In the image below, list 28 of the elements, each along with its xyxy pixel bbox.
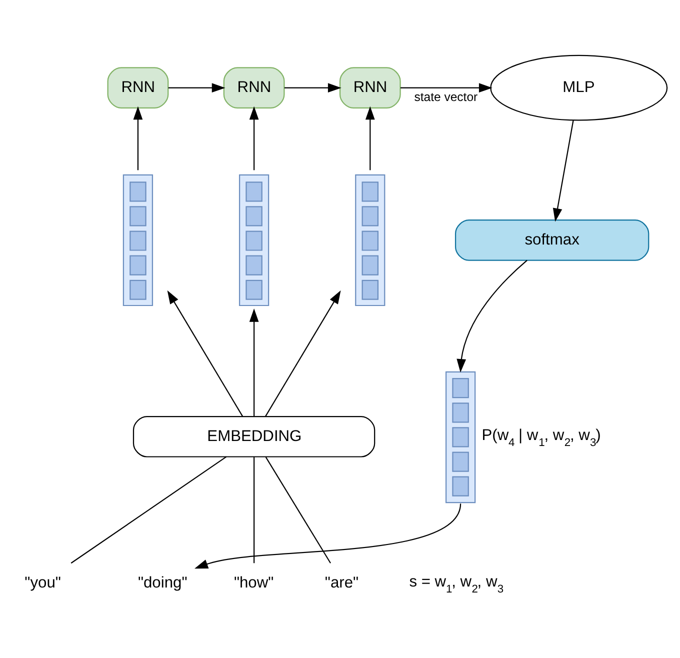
edge-label: state vector <box>414 90 478 104</box>
arrow <box>365 106 375 170</box>
arrow <box>552 120 574 222</box>
node-box: RNN <box>339 66 401 108</box>
arrow <box>284 82 342 92</box>
arrow <box>167 290 244 416</box>
arrow <box>249 106 259 170</box>
node-label: P(w$_{4}$ | w$_{1}$, w$_{2}$, w$_{3}$) <box>482 426 601 449</box>
node-box: EMBEDDING <box>132 416 376 457</box>
node-text: "are" <box>324 574 359 592</box>
node-text: "doing" <box>138 574 188 592</box>
label: s = w$_{1}$, w$_{2}$, w$_{3}$ <box>409 572 504 595</box>
arrow <box>400 82 492 92</box>
node-ellipse: MLP <box>490 54 668 120</box>
arrow <box>133 106 143 170</box>
arrow <box>456 259 528 372</box>
connector <box>254 456 255 563</box>
arrow <box>264 290 341 416</box>
node-box: RNN <box>223 66 285 108</box>
node-text: "you" <box>24 574 61 592</box>
node-box: softmax <box>454 219 650 260</box>
arrow <box>168 82 226 92</box>
arrow <box>194 502 462 568</box>
connector <box>70 456 227 564</box>
node-text: "how" <box>234 574 274 592</box>
connector <box>265 456 331 563</box>
node-box: RNN <box>107 66 169 108</box>
arrow <box>249 308 259 416</box>
